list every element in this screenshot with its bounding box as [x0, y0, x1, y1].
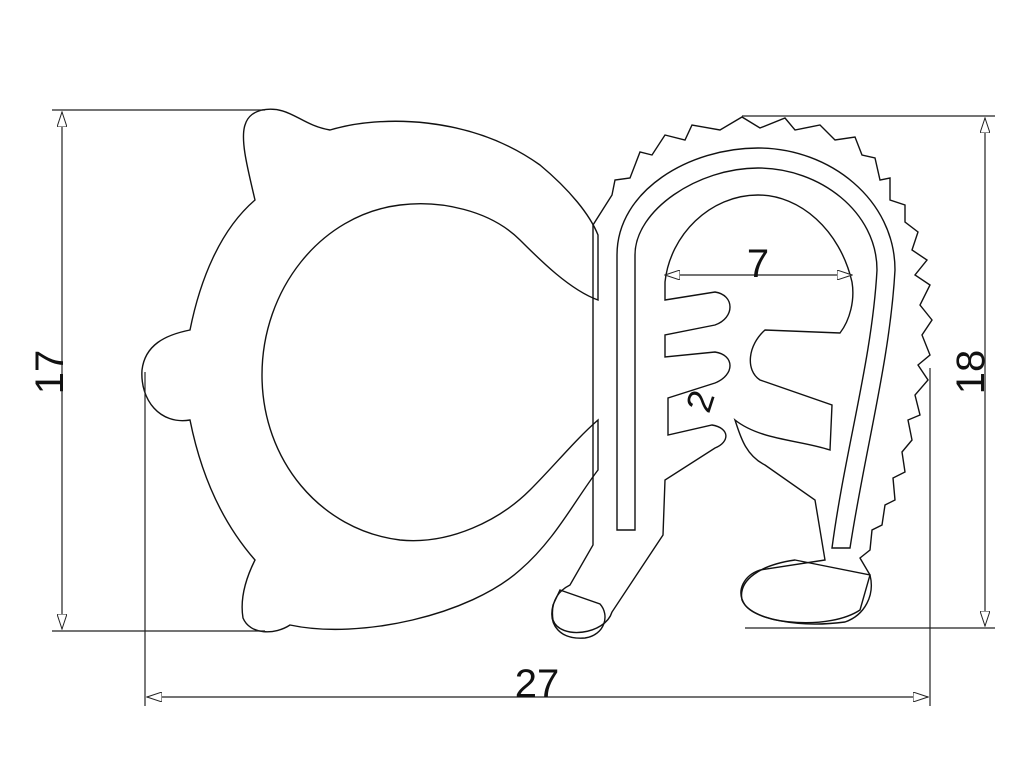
dimension-label-2: 2 — [678, 385, 723, 417]
dimension-total-width: 27 — [144, 368, 931, 706]
dimension-height-left: 17 — [28, 109, 265, 632]
right-foot-sponge — [740, 559, 872, 625]
dimension-label-17: 17 — [28, 350, 72, 395]
steel-insert — [616, 147, 896, 549]
left-foot-sponge — [551, 589, 606, 639]
sponge-bulb — [141, 108, 599, 633]
dimension-label-18: 18 — [949, 350, 993, 395]
clip-body — [551, 116, 933, 634]
dimension-height-right: 18 — [742, 115, 995, 629]
dimension-label-7: 7 — [747, 242, 769, 286]
dimension-label-27: 27 — [515, 662, 560, 706]
dimension-clip-opening: 7 — [665, 242, 852, 286]
